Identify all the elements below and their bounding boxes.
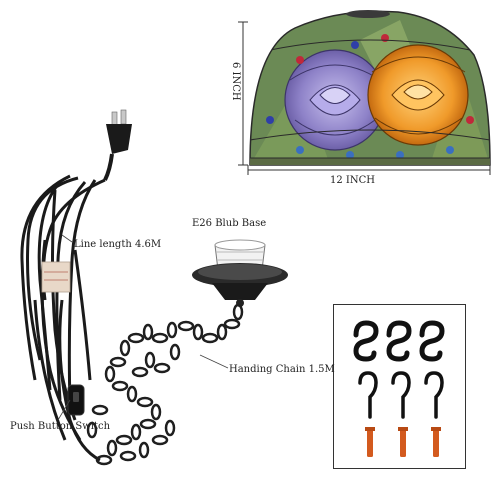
push-button-switch [67, 384, 85, 416]
wall-anchor-icon [398, 427, 408, 457]
wall-anchor-icon [365, 427, 375, 457]
lamp-shade [249, 10, 491, 166]
coiled-cord [20, 174, 106, 462]
mounting-hardware-box [333, 304, 466, 469]
hardware-illustration [353, 320, 445, 457]
leader-lines [57, 234, 229, 421]
s-hook-icon [353, 320, 379, 362]
wall-anchor-icon [431, 427, 441, 457]
cord-label-tag [41, 261, 71, 293]
screw-hook-icon [391, 371, 411, 419]
line-length-label: Line length 4.6M [74, 239, 162, 250]
shade-width-label: 12 INCH [330, 175, 375, 186]
screw-hook-icon [424, 371, 444, 419]
screw-hook-icon [358, 371, 378, 419]
width-dimension [247, 165, 491, 175]
shade-height-label: 6 INCH [230, 62, 241, 101]
s-hook-icon [419, 320, 445, 362]
height-dimension [238, 21, 248, 166]
plug [103, 109, 132, 181]
hanging-chain [86, 303, 244, 466]
chain-length-label: Handing Chain 1.5M [229, 364, 335, 375]
socket-base-label: E26 Blub Base [192, 218, 267, 229]
switch-label: Push Button Switch [10, 421, 111, 432]
socket-base [192, 239, 288, 307]
s-hook-icon [386, 320, 412, 362]
